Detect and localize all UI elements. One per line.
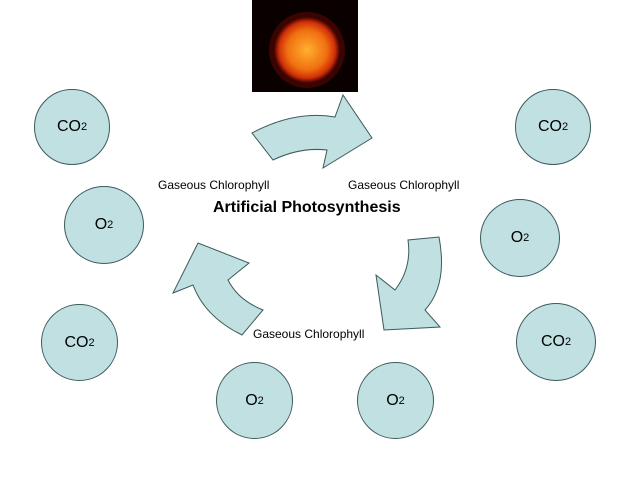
molecule-label: CO: [64, 333, 89, 351]
cycle-arrow-top: [251, 93, 373, 170]
molecule-subscript: 2: [564, 336, 572, 348]
molecule-label: O: [94, 216, 108, 233]
molecule-subscript: 2: [398, 394, 405, 407]
sun-image: [252, 0, 358, 92]
molecule-label: O: [245, 391, 258, 409]
label-gaseous-chlorophyll-left: Gaseous Chlorophyll: [158, 178, 270, 192]
molecule-label: CO: [540, 333, 565, 350]
molecule-subscript: 2: [257, 394, 264, 407]
cycle-arrow-left: [171, 242, 264, 336]
molecule-label: O: [386, 391, 399, 409]
diagram-title: Artificial Photosynthesis: [213, 199, 401, 216]
cycle-arrow-right: [375, 236, 442, 331]
label-gaseous-chlorophyll-bottom: Gaseous Chlorophyll: [253, 327, 365, 341]
molecule-subscript: 2: [561, 121, 569, 133]
molecule-label: O: [510, 229, 524, 246]
molecule-subscript: 2: [107, 219, 114, 231]
molecule-subscript: 2: [523, 232, 530, 244]
label-gaseous-chlorophyll-right: Gaseous Chlorophyll: [348, 178, 460, 192]
molecule-label: CO: [56, 118, 81, 135]
molecule-subscript: 2: [88, 336, 95, 349]
molecule-label: CO: [537, 118, 562, 135]
molecule-subscript: 2: [80, 121, 88, 133]
